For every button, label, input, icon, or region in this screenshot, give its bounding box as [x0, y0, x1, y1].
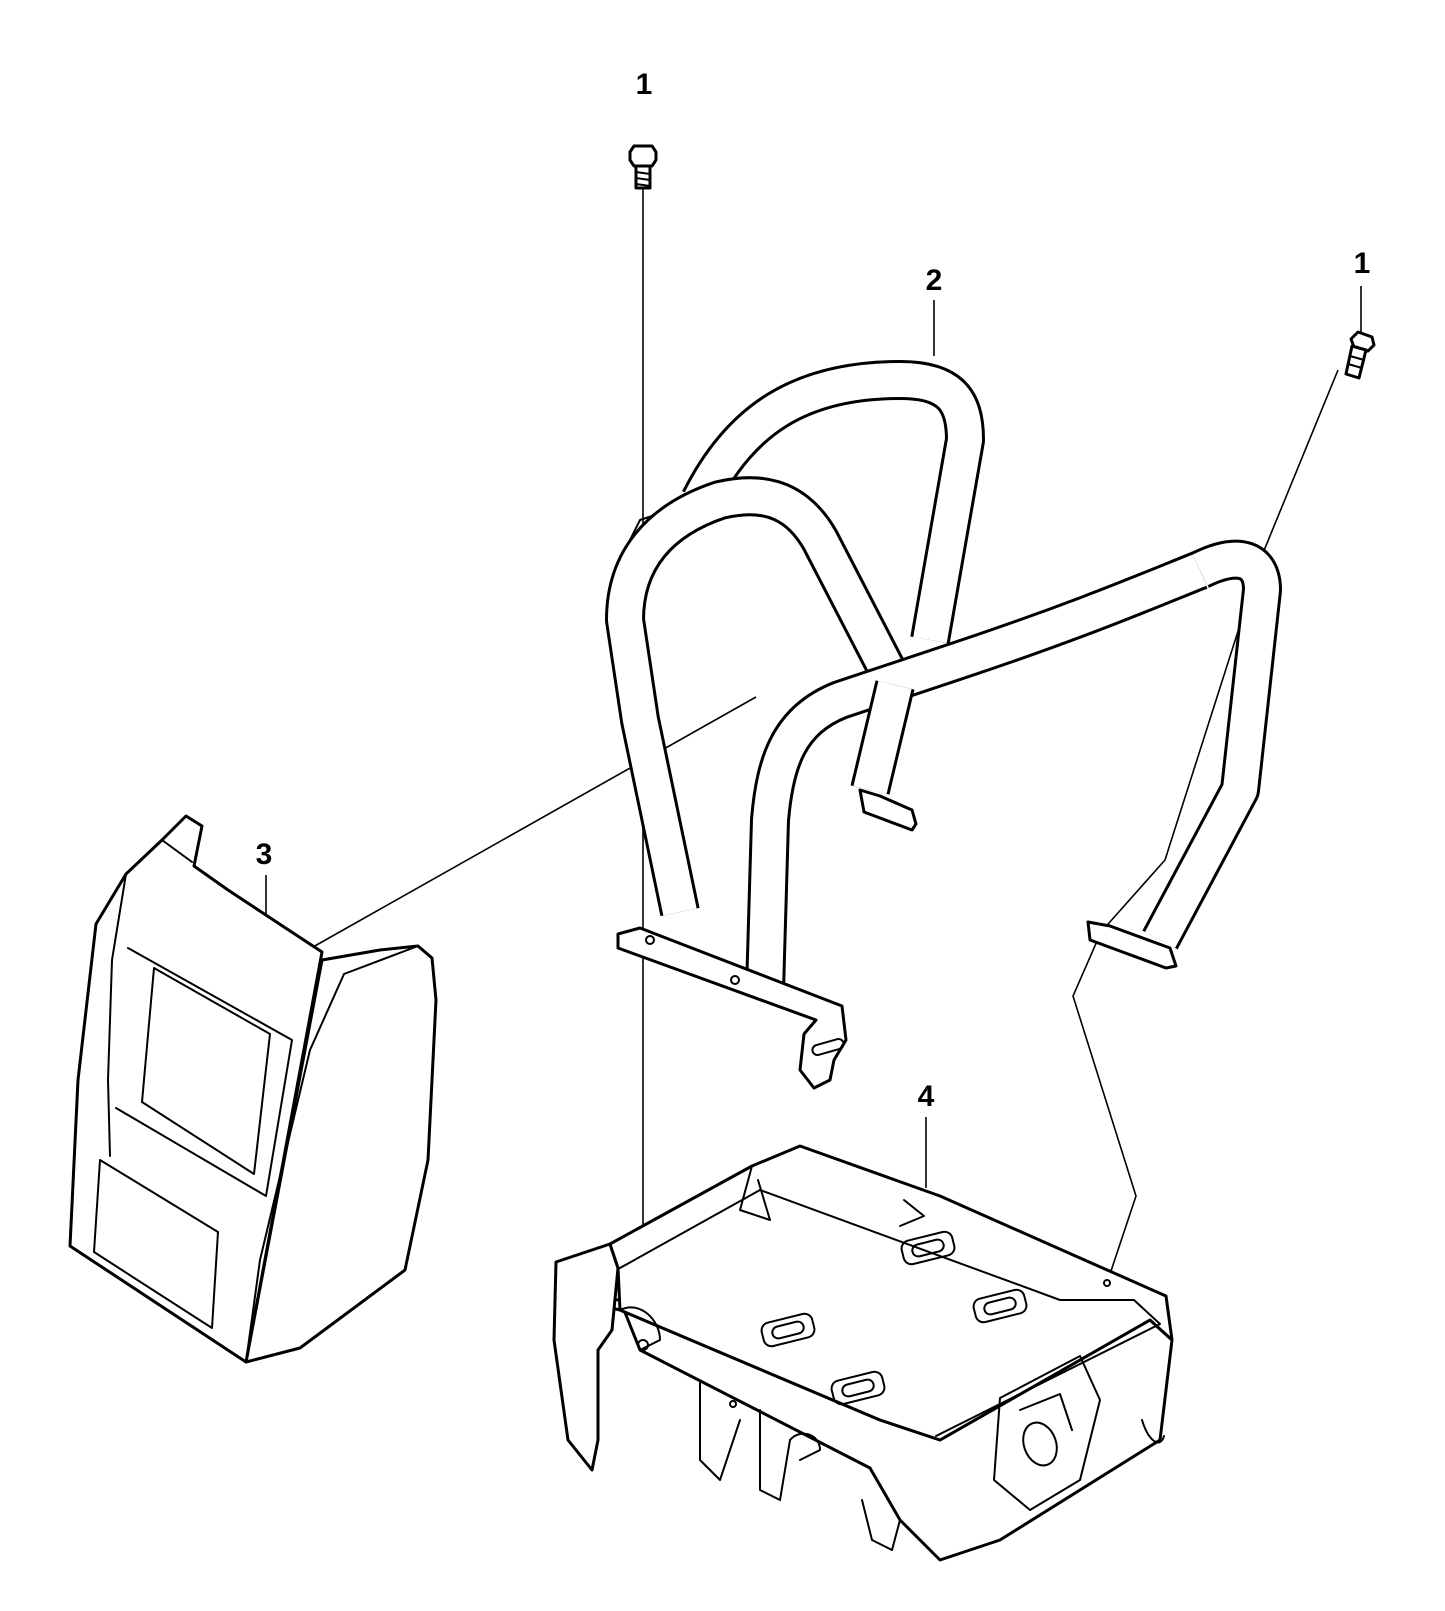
bolt-right[interactable] — [1344, 330, 1376, 380]
bolt-left[interactable] — [628, 144, 658, 190]
tube-frame[interactable] — [605, 360, 1282, 1090]
callout-bolt-right: 1 — [1354, 247, 1371, 280]
leader-cover — [312, 696, 757, 948]
base-plate[interactable] — [552, 1144, 1174, 1562]
cover-shield[interactable] — [68, 814, 438, 1364]
callout-labels: 1 1 2 3 4 — [256, 68, 1371, 1113]
callout-bolt-left: 1 — [636, 68, 653, 101]
callout-base: 4 — [918, 1080, 935, 1113]
callout-cover: 3 — [256, 838, 273, 871]
callout-frame: 2 — [926, 264, 943, 297]
